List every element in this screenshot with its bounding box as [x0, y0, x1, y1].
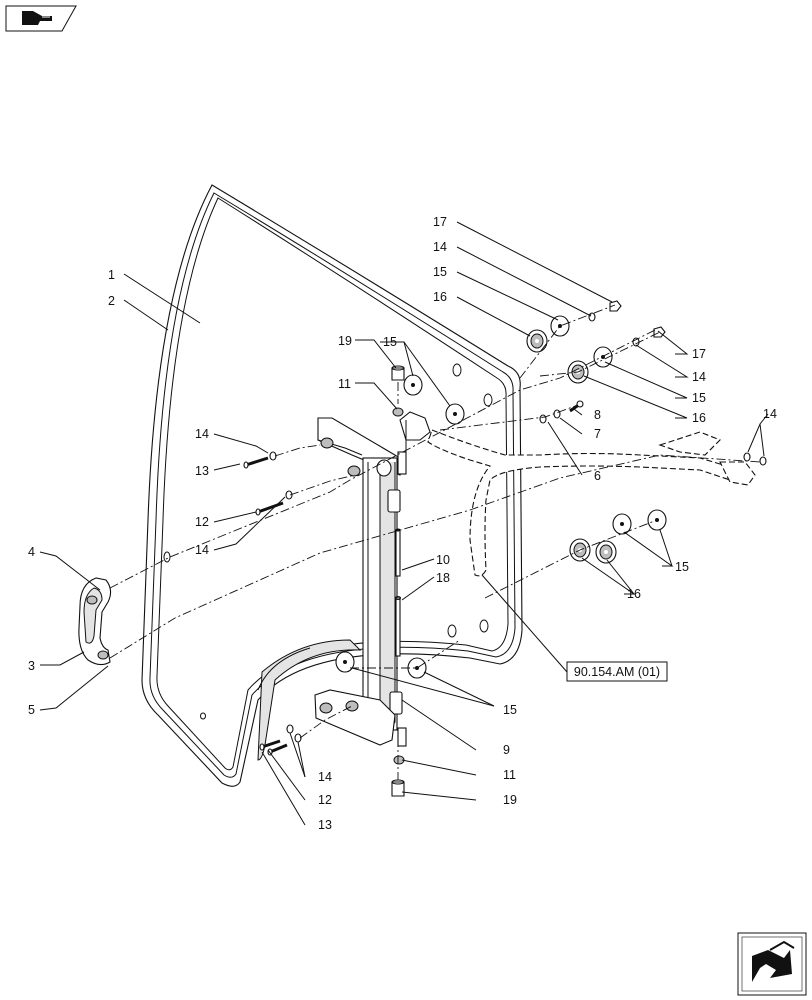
callout-11b: 11	[503, 768, 516, 782]
callout-12b: 12	[318, 793, 332, 807]
callout-14a: 14	[195, 427, 209, 441]
washer-15	[403, 374, 423, 396]
callout-8: 8	[594, 408, 601, 422]
grommet-16	[595, 540, 617, 564]
callout-14f: 14	[318, 770, 332, 784]
washer-15	[407, 657, 427, 679]
callout-16c: 16	[627, 587, 641, 601]
bushing-19	[391, 365, 405, 381]
reference-label[interactable]: 90.154.AM (01)	[574, 665, 660, 679]
lower-panel-edge	[257, 639, 362, 761]
callout-labels: 1 2 4 3 5 14 13 12 14 19 11 15 10 18 17 …	[28, 215, 777, 832]
callout-14d: 14	[692, 370, 706, 384]
callout-19b: 19	[503, 793, 517, 807]
callout-19a: 19	[338, 334, 352, 348]
callout-17b: 17	[692, 347, 706, 361]
nut-17	[609, 300, 622, 312]
callout-15c: 15	[692, 391, 706, 405]
washer-15	[550, 315, 570, 337]
callout-12a: 12	[195, 515, 209, 529]
callout-11a: 11	[338, 377, 351, 391]
nut-11	[392, 407, 404, 417]
callout-13a: 13	[195, 464, 209, 478]
washer-15	[335, 651, 355, 673]
screw-13	[243, 456, 269, 469]
callout-14e: 14	[763, 407, 777, 421]
assembly-centerlines	[109, 304, 761, 780]
hinge-bar	[314, 417, 407, 747]
screw-8	[569, 400, 584, 413]
hand-pointer-icon[interactable]	[5, 5, 77, 32]
washer-15	[593, 346, 613, 368]
callout-17a: 17	[433, 215, 447, 229]
leader-lines	[39, 221, 769, 826]
callout-6: 6	[594, 469, 601, 483]
callout-7: 7	[594, 427, 601, 441]
washer-14	[759, 456, 767, 466]
washer-6	[539, 414, 547, 424]
panel-holes	[447, 363, 493, 638]
reference-box[interactable]: 90.154.AM (01)	[566, 661, 668, 682]
callout-10: 10	[436, 553, 450, 567]
callout-2: 2	[108, 294, 115, 308]
hinge-pin	[395, 528, 401, 577]
bushing-19	[391, 779, 405, 797]
washer-14	[743, 452, 751, 462]
callout-13b: 13	[318, 818, 332, 832]
callout-16a: 16	[433, 290, 447, 304]
callout-5: 5	[28, 703, 35, 717]
upper-hinge-bracket	[399, 411, 431, 452]
washer-14	[285, 490, 293, 500]
washer-7	[553, 409, 561, 419]
callout-14c: 14	[433, 240, 447, 254]
support-arm	[427, 429, 756, 577]
callout-15a: 15	[383, 335, 397, 349]
callout-4: 4	[28, 545, 35, 559]
washer-15	[445, 403, 465, 425]
door-handle	[78, 577, 112, 666]
callout-14b: 14	[195, 543, 209, 557]
washer-15	[612, 513, 632, 535]
callout-15d: 15	[675, 560, 689, 574]
grommet-16	[526, 329, 548, 353]
callout-9: 9	[503, 743, 510, 757]
callout-16b: 16	[692, 411, 706, 425]
next-page-arrow-icon[interactable]	[737, 932, 807, 996]
washer-14	[588, 312, 596, 322]
hinge-pin-lower	[395, 596, 401, 657]
glass-door-panel	[141, 184, 523, 787]
washer-14	[286, 724, 294, 734]
callout-3: 3	[28, 659, 35, 673]
callout-18: 18	[436, 571, 450, 585]
callout-1: 1	[108, 268, 115, 282]
screw-12	[259, 739, 281, 751]
callout-15e: 15	[503, 703, 517, 717]
callout-15b: 15	[433, 265, 447, 279]
